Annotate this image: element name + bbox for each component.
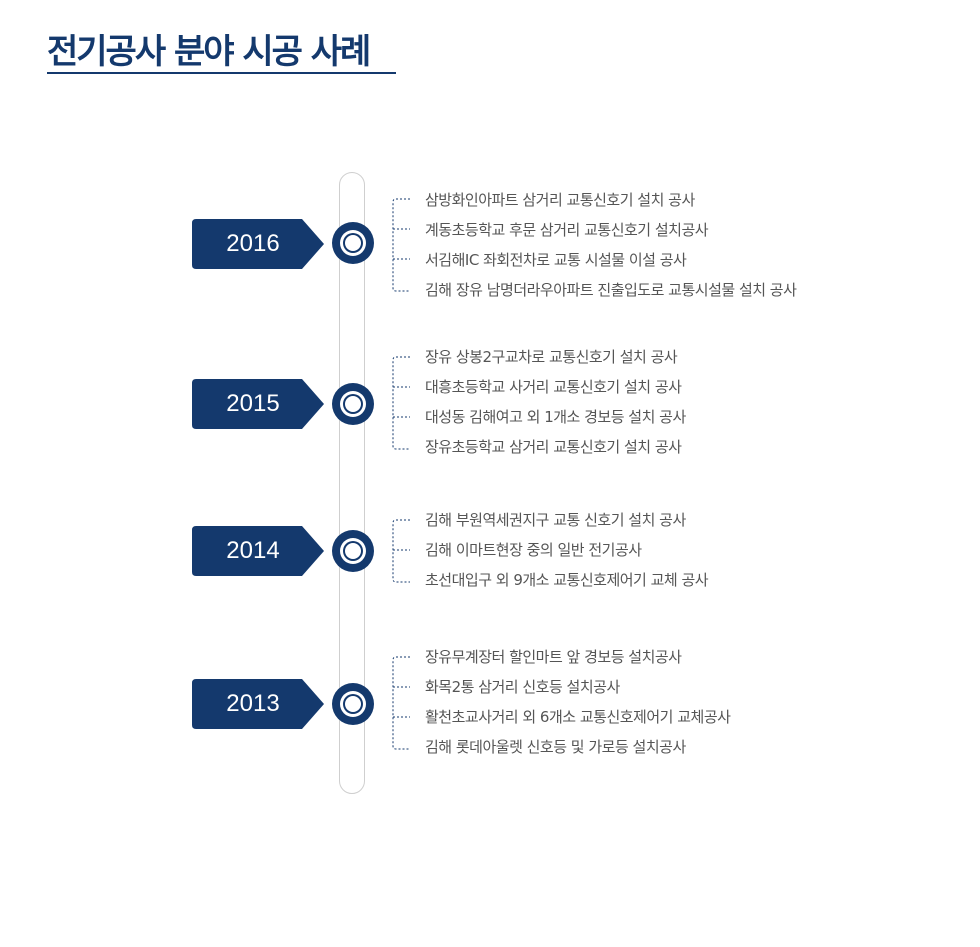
year-label: 2015 [226,390,280,417]
list-item: 장유초등학교 삼거리 교통신호기 설치 공사 [425,438,682,456]
timeline-node-icon [332,683,374,725]
project-list: 김해 부원역세권지구 교통 신호기 설치 공사 김해 이마트현장 중의 일반 전… [425,505,709,595]
list-item: 대성동 김해여고 외 1개소 경보등 설치 공사 [425,408,686,426]
year-label: 2014 [226,537,280,564]
list-item: 서김해IC 좌회전차로 교통 시설물 이설 공사 [425,251,687,269]
project-list: 장유 상봉2구교차로 교통신호기 설치 공사 대흥초등학교 사거리 교통신호기 … [425,342,686,462]
list-item: 김해 장유 남명더라우아파트 진출입도로 교통시설물 설치 공사 [425,281,797,299]
year-tag: 2014 [192,526,324,576]
project-list: 장유무계장터 할인마트 앞 경보등 설치공사 화목2통 삼거리 신호등 설치공사… [425,642,731,762]
year-tag: 2016 [192,219,324,269]
page-title: 전기공사 분야 시공 사례 [47,32,371,72]
list-item: 초선대입구 외 9개소 교통신호제어기 교체 공사 [425,571,709,589]
list-item: 장유무계장터 할인마트 앞 경보등 설치공사 [425,648,682,666]
timeline-node-icon [332,222,374,264]
project-list: 삼방화인아파트 삼거리 교통신호기 설치 공사 계동초등학교 후문 삼거리 교통… [425,185,797,305]
list-item: 삼방화인아파트 삼거리 교통신호기 설치 공사 [425,191,695,209]
list-item: 김해 롯데아울렛 신호등 및 가로등 설치공사 [425,738,686,756]
list-item: 대흥초등학교 사거리 교통신호기 설치 공사 [425,378,682,396]
year-tag: 2015 [192,379,324,429]
timeline-node-icon [332,530,374,572]
year-label: 2013 [226,690,280,717]
list-item: 장유 상봉2구교차로 교통신호기 설치 공사 [425,348,678,366]
list-item: 김해 부원역세권지구 교통 신호기 설치 공사 [425,511,686,529]
timeline-node-icon [332,383,374,425]
list-item: 김해 이마트현장 중의 일반 전기공사 [425,541,642,559]
year-tag: 2013 [192,679,324,729]
list-item: 계동초등학교 후문 삼거리 교통신호기 설치공사 [425,221,709,239]
bracket-connector [390,651,412,755]
list-item: 화목2통 삼거리 신호등 설치공사 [425,678,620,696]
bracket-connector [390,193,412,297]
bracket-connector [390,514,412,588]
bracket-connector [390,351,412,455]
year-label: 2016 [226,230,280,257]
title-underline [47,72,396,74]
list-item: 활천초교사거리 외 6개소 교통신호제어기 교체공사 [425,708,731,726]
